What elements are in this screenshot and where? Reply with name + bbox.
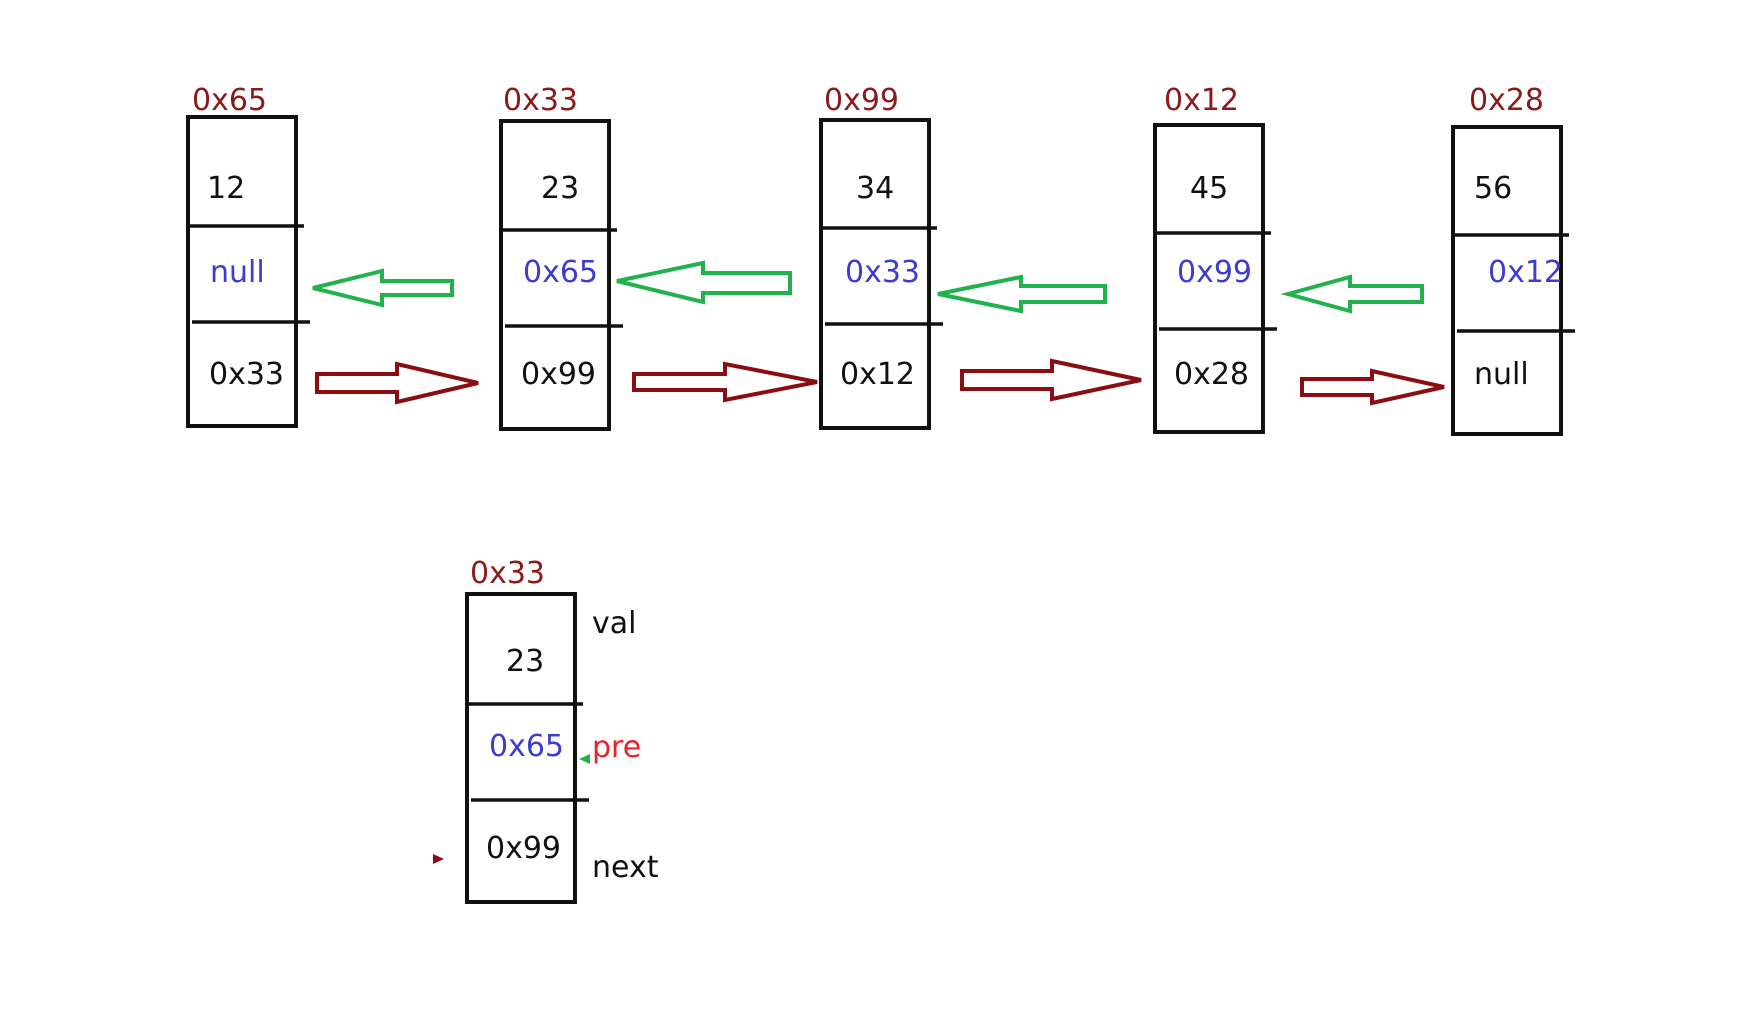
node-box: [819, 118, 931, 430]
node-address: 0x99: [824, 83, 899, 118]
prev-arrow: [616, 260, 792, 305]
list-node-4: 0x12 45 0x99 0x28: [1153, 83, 1277, 434]
val-field-label: val: [592, 606, 636, 641]
next-field-label: next: [592, 850, 659, 885]
node-val: 12: [207, 171, 245, 206]
node-prev: null: [210, 255, 265, 290]
node-box: [465, 592, 577, 904]
next-arrow: [632, 361, 818, 403]
next-arrow: [960, 358, 1142, 402]
node-prev: 0x65: [523, 255, 598, 290]
prev-arrow: [937, 274, 1107, 314]
list-node-3: 0x99 34 0x33 0x12: [819, 83, 943, 430]
node-box: [1153, 123, 1265, 434]
node-next: 0x33: [209, 357, 284, 392]
node-address: 0x65: [192, 83, 267, 118]
list-node-1: 0x65 12 null 0x33: [186, 83, 310, 428]
node-val: 34: [856, 171, 894, 206]
prev-arrow: [1280, 274, 1424, 314]
node-box: [499, 119, 611, 431]
node-prev: 0x12: [1488, 255, 1563, 290]
node-box: [1451, 125, 1563, 436]
node-next: 0x12: [840, 357, 915, 392]
list-node-2: 0x33 23 0x65 0x99: [499, 83, 623, 431]
node-val: 23: [541, 171, 579, 206]
detail-node: 0x33 23 0x65 0x99 val pre next: [433, 556, 659, 904]
node-next: 0x28: [1174, 357, 1249, 392]
node-address: 0x33: [470, 556, 545, 591]
next-pointer-marker: [433, 854, 444, 864]
node-next: null: [1474, 357, 1529, 392]
node-next: 0x99: [486, 831, 561, 866]
pre-field-label: pre: [592, 730, 641, 765]
node-address: 0x28: [1469, 83, 1544, 118]
prev-arrow: [312, 268, 454, 308]
node-address: 0x12: [1164, 83, 1239, 118]
next-arrow: [315, 361, 479, 405]
list-node-5: 0x28 56 0x12 null: [1451, 83, 1575, 436]
node-val: 45: [1190, 171, 1228, 206]
node-val: 23: [506, 644, 544, 679]
node-address: 0x33: [503, 83, 578, 118]
node-prev: 0x33: [845, 255, 920, 290]
node-next: 0x99: [521, 357, 596, 392]
next-arrow: [1300, 368, 1445, 406]
node-box: [186, 115, 298, 428]
pre-pointer-marker: [579, 754, 590, 764]
node-val: 56: [1474, 171, 1512, 206]
node-prev: 0x99: [1177, 255, 1252, 290]
node-prev: 0x65: [489, 729, 564, 764]
